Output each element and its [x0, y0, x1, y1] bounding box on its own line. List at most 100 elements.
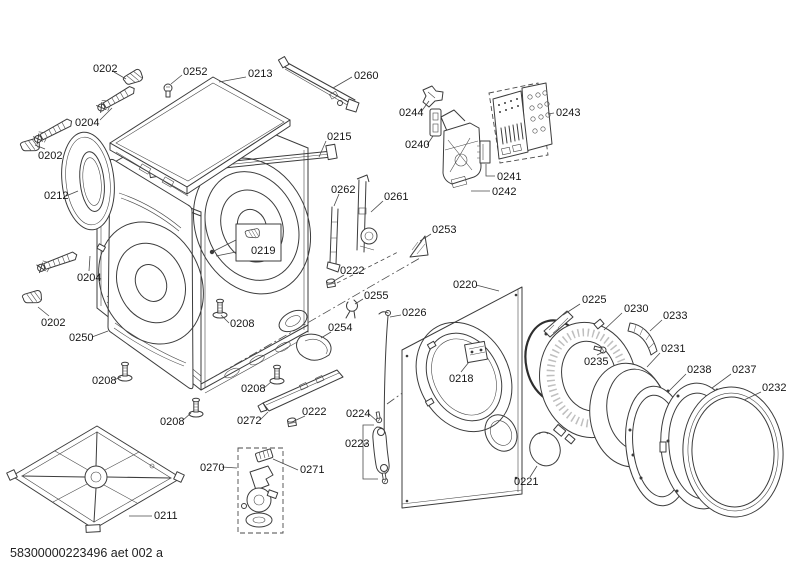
leader-line-0225 [562, 303, 581, 316]
leader-line-0208 [113, 376, 122, 381]
strip-0240 [429, 108, 442, 137]
part-label-0213: 0213 [248, 68, 272, 80]
part-label-0271: 0271 [300, 464, 324, 476]
clamp-0255 [345, 299, 358, 319]
leader-line-0260 [332, 76, 353, 89]
pump-connector-0271 [255, 448, 274, 463]
bracket-0261 [356, 174, 378, 253]
leader-line-0222 [293, 415, 306, 422]
part-label-0232: 0232 [762, 382, 786, 394]
part-label-0231: 0231 [661, 343, 685, 355]
part-label-0211: 0211 [154, 510, 178, 522]
outer-door-ring-0232 [682, 386, 784, 518]
part-label-0260: 0260 [354, 70, 378, 82]
part-label-0222: 0222 [340, 265, 364, 277]
leader-line-0244 [420, 100, 430, 113]
part-label-0221: 0221 [514, 476, 538, 488]
leader-line-0240 [426, 135, 434, 146]
leader-line-0238 [668, 373, 687, 392]
leader-line-0235 [596, 351, 604, 356]
gusset-0253 [409, 235, 429, 258]
part-label-0250: 0250 [69, 332, 93, 344]
leader-line-0208 [263, 381, 272, 389]
part-label-0230: 0230 [624, 303, 648, 315]
part-label-0262: 0262 [331, 184, 355, 196]
leader-line-0220 [475, 284, 500, 292]
part-label-0243: 0243 [556, 107, 580, 119]
hinge-strip-0233 [627, 322, 658, 356]
leader-line-0215 [318, 140, 327, 158]
bottom-rail-0272 [257, 369, 344, 413]
part-label-0208: 0208 [241, 383, 265, 395]
part-label-0233: 0233 [663, 310, 687, 322]
part-label-0204: 0204 [75, 117, 99, 129]
part-label-0235: 0235 [584, 356, 608, 368]
part-label-0224: 0224 [346, 408, 370, 420]
leader-line-0271 [272, 458, 299, 471]
part-label-0252: 0252 [183, 66, 207, 78]
document-code: 58300000223496 aet 002 a [10, 546, 163, 560]
part-label-0272: 0272 [237, 415, 261, 427]
leader-line-0241 [485, 164, 495, 177]
part-label-0202: 0202 [38, 150, 62, 162]
leader-line-0272 [259, 411, 269, 421]
hinge-rail-0260 [277, 56, 360, 113]
part-label-0225: 0225 [582, 294, 606, 306]
part-label-0212: 0212 [44, 190, 68, 202]
leader-line-0226 [389, 314, 402, 318]
leader-line-0270 [221, 466, 238, 469]
leader-line-0253 [419, 233, 432, 242]
leader-line-0222 [333, 274, 345, 282]
bracket-0262 [326, 206, 341, 273]
part-label-0223: 0223 [345, 438, 369, 450]
leader-line-0208 [220, 314, 230, 324]
part-label-0253: 0253 [432, 224, 456, 236]
callout-box-0219 [209, 223, 282, 262]
control-module-0242 [440, 109, 482, 189]
part-label-0208: 0208 [230, 318, 254, 330]
leader-line-0250 [91, 330, 109, 338]
part-label-0241: 0241 [497, 171, 521, 183]
part-label-0255: 0255 [364, 290, 388, 302]
side-panel-0250 [96, 158, 204, 390]
part-label-0237: 0237 [732, 364, 756, 376]
leader-line-0218 [460, 361, 470, 373]
part-label-0208: 0208 [92, 375, 116, 387]
part-label-0218: 0218 [449, 373, 473, 385]
door-seal-0212 [61, 131, 115, 231]
leader-line-0202 [113, 71, 127, 80]
leader-line-0204 [99, 107, 113, 121]
leader-line-0261 [370, 200, 384, 213]
leader-line-0232 [743, 391, 762, 401]
leader-line-0252 [170, 74, 183, 85]
part-label-0202: 0202 [41, 317, 65, 329]
leader-line-0262 [333, 193, 340, 207]
top-panel-0213 [109, 76, 291, 197]
base-plate-0211 [6, 425, 185, 533]
pcb-module-0243 [488, 82, 553, 164]
leader-line-0202 [34, 144, 46, 150]
leader-line-0243 [547, 112, 555, 115]
part-label-0244: 0244 [399, 107, 423, 119]
part-label-0204: 0204 [77, 272, 101, 284]
leader-line-0224 [367, 412, 378, 422]
leader-line-0212 [65, 190, 79, 197]
cover-0221 [529, 431, 561, 467]
leader-line-0237 [711, 373, 732, 389]
pump-assembly-0270 [237, 447, 284, 534]
part-label-0238: 0238 [687, 364, 711, 376]
part-label-0240: 0240 [405, 139, 429, 151]
part-label-0226: 0226 [402, 307, 426, 319]
leader-line-0204 [88, 255, 91, 272]
leader-line-0219 [213, 239, 237, 252]
part-label-0254: 0254 [328, 322, 352, 334]
leader-line-0233 [649, 319, 663, 332]
leader-line-0213 [218, 76, 247, 83]
part-label-0242: 0242 [492, 186, 516, 198]
leader-line-0221 [529, 465, 538, 478]
leader-line-0202 [37, 306, 50, 317]
door-hinge-0223 [362, 411, 390, 485]
